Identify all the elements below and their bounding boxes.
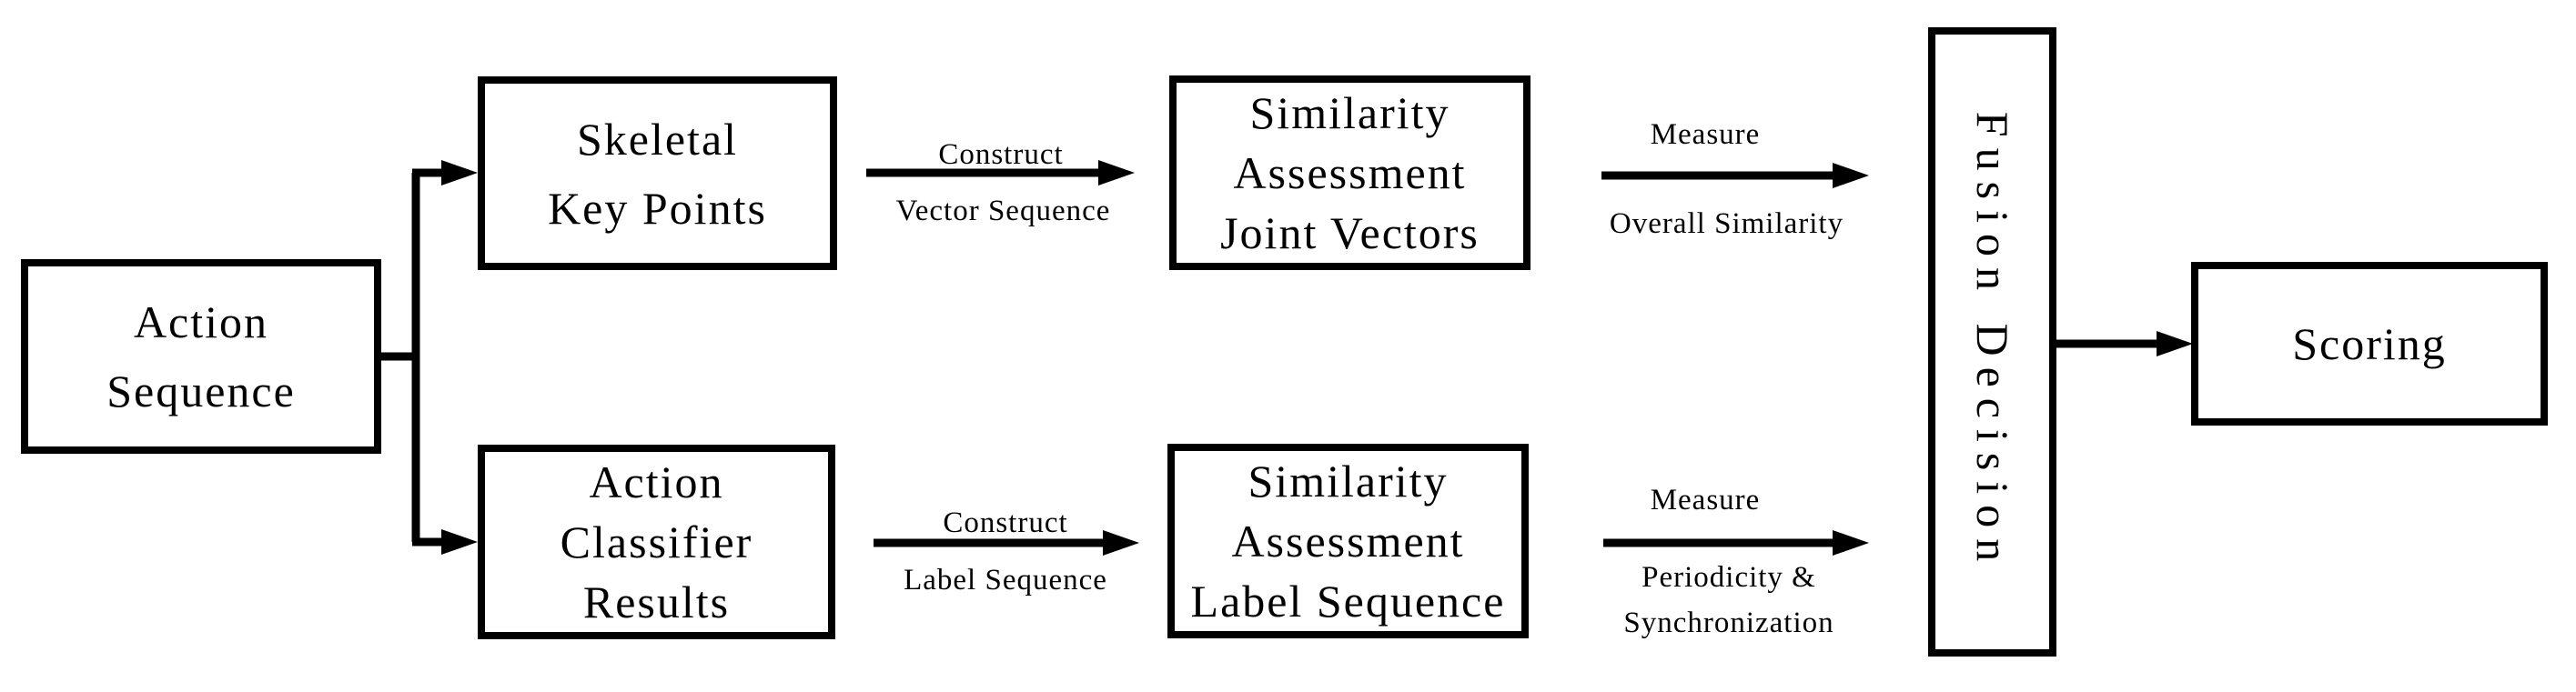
- edge-label-periodicity-synchronization: Periodicity & Synchronization: [1547, 555, 1911, 646]
- edge-label-measure: Measure: [1650, 484, 1761, 516]
- edge-label-label-sequence: Label Sequence: [904, 564, 1107, 597]
- node-label-vertical: Fusion Decision: [1966, 111, 2018, 573]
- node-action-classifier-results: Action Classifier Results: [478, 445, 835, 639]
- arrow-fusion-to-scoring: [2056, 331, 2193, 356]
- node-skeletal-key-points: Skeletal Key Points: [478, 76, 837, 270]
- node-label-line: Sequence: [106, 366, 296, 416]
- arrow-branch-bottom: [412, 529, 478, 555]
- arrow-construct-vector: [866, 160, 1135, 186]
- node-scoring: Scoring: [2191, 262, 2548, 426]
- node-label-line: Label Sequence: [1190, 576, 1506, 627]
- arrow-branch-top: [412, 160, 478, 186]
- edge-label-construct: Construct: [938, 138, 1064, 171]
- node-label-line: Scoring: [2292, 318, 2447, 369]
- node-action-sequence: Action Sequence: [21, 259, 381, 454]
- arrow-measure-overall: [1601, 163, 1869, 188]
- edge-label-line: Synchronization: [1623, 607, 1834, 639]
- node-label-line: Classifier: [560, 516, 753, 567]
- node-similarity-assessment-joint-vectors: Similarity Assessment Joint Vectors: [1169, 75, 1530, 270]
- node-label-line: Results: [582, 577, 731, 627]
- node-label-line: Assessment: [1231, 516, 1465, 567]
- edge-label-construct: Construct: [943, 506, 1068, 539]
- node-label-line: Key Points: [548, 182, 767, 234]
- node-label-line: Similarity: [1249, 87, 1450, 138]
- arrow-construct-label: [874, 530, 1139, 556]
- edge-label-measure: Measure: [1650, 118, 1761, 151]
- node-label-line: Action: [133, 296, 269, 347]
- node-label-line: Joint Vectors: [1220, 207, 1480, 258]
- edge-label-line: Periodicity &: [1642, 561, 1816, 594]
- node-label-line: Similarity: [1248, 456, 1449, 506]
- node-label-line: Assessment: [1233, 147, 1467, 198]
- arrow-measure-periodicity: [1603, 530, 1869, 556]
- edge-label-vector-sequence: Vector Sequence: [895, 195, 1111, 227]
- node-similarity-assessment-label-sequence: Similarity Assessment Label Sequence: [1167, 444, 1529, 638]
- node-fusion-decision: Fusion Decision: [1928, 27, 2056, 657]
- node-label-line: Action: [589, 456, 724, 507]
- branch-connector: [381, 173, 420, 542]
- edge-label-overall-similarity: Overall Similarity: [1609, 207, 1844, 240]
- node-label-line: Skeletal: [576, 113, 739, 165]
